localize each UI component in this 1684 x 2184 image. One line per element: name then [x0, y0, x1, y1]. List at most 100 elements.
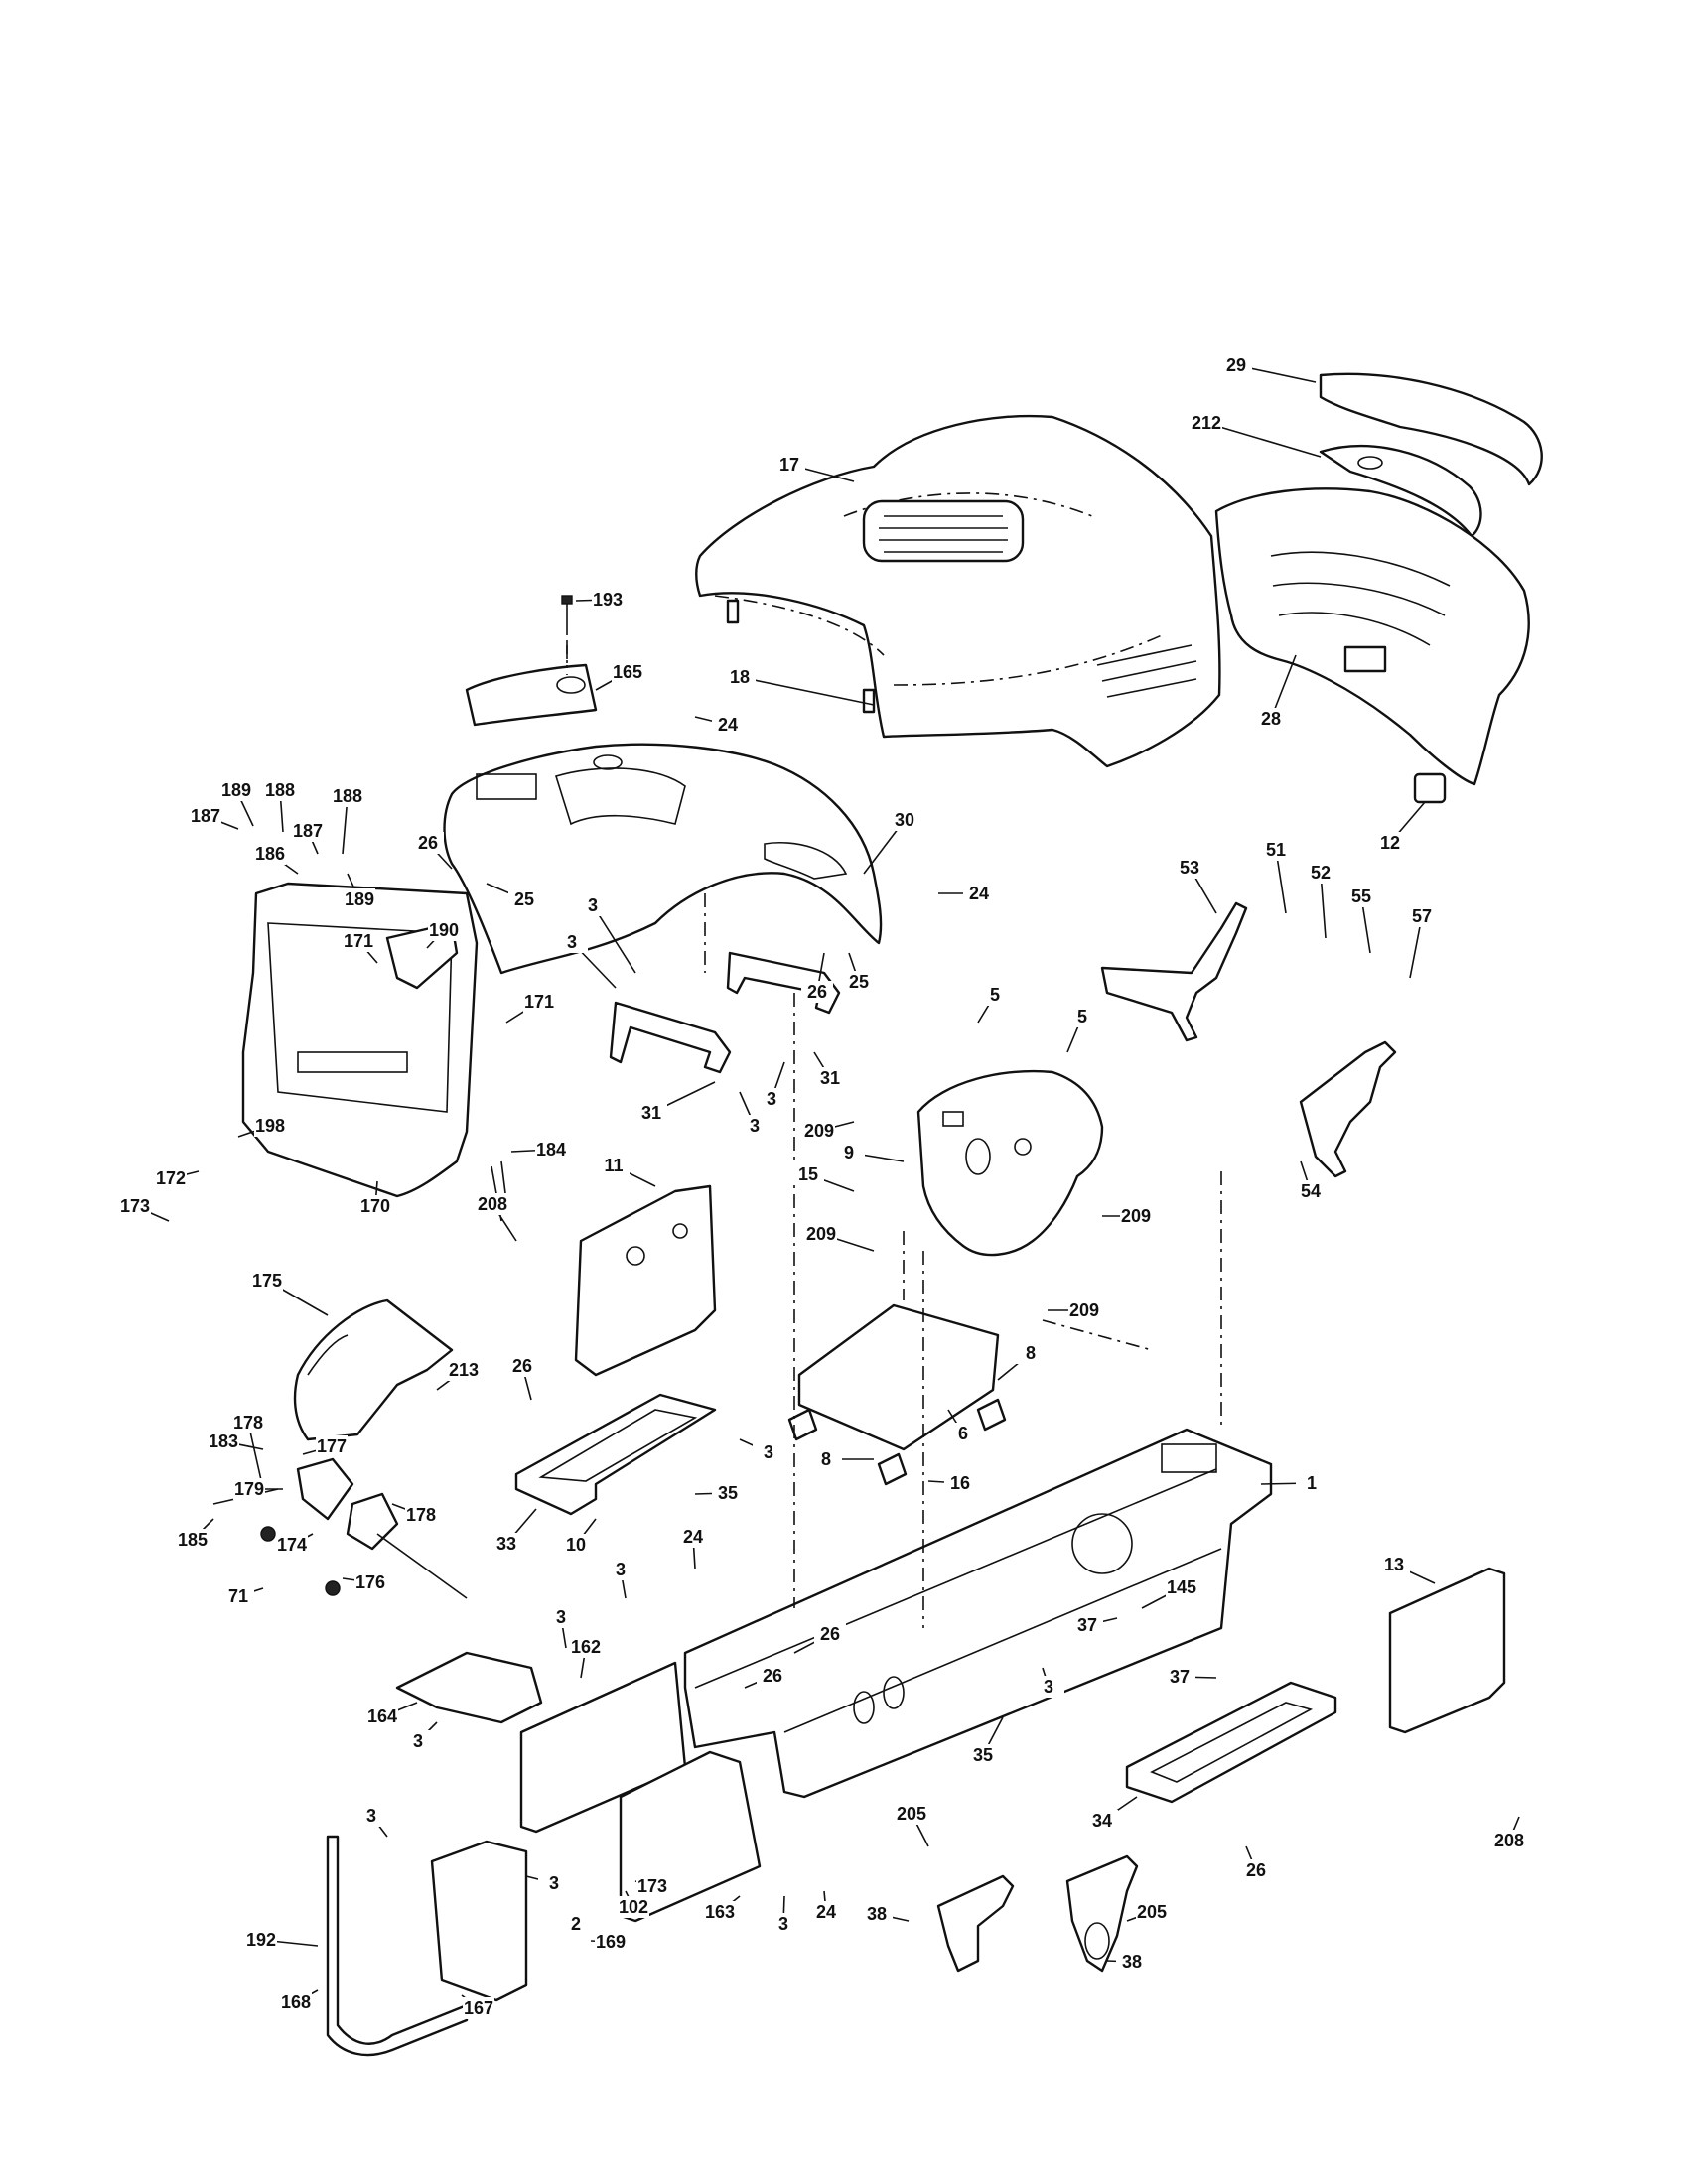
callout-15: 15 — [792, 1163, 855, 1192]
callout-33: 33 — [491, 1508, 537, 1555]
callout-label: 183 — [209, 1432, 238, 1451]
callout-163: 163 — [704, 1895, 741, 1923]
callout-label: 26 — [418, 833, 438, 853]
callout-53: 53 — [1174, 857, 1217, 914]
callout-label: 205 — [897, 1804, 926, 1824]
callout-label: 193 — [593, 590, 623, 610]
callout-label: 35 — [718, 1483, 738, 1503]
part-footrest-right — [1125, 1681, 1337, 1804]
callout-label: 179 — [234, 1479, 264, 1499]
part-footrest-left — [514, 1393, 717, 1516]
callout-label: 187 — [293, 821, 323, 841]
part-hood — [695, 414, 1221, 768]
callout-label: 29 — [1226, 355, 1246, 375]
callout-169: 169 — [590, 1931, 627, 1953]
callout-175: 175 — [251, 1270, 329, 1316]
callout-3: 3 — [577, 894, 636, 974]
callout-label: 213 — [449, 1360, 479, 1380]
callout-label: 26 — [763, 1666, 782, 1686]
callout-13: 13 — [1378, 1554, 1436, 1584]
callout-label: 53 — [1180, 858, 1199, 878]
callout-18: 18 — [724, 666, 875, 706]
callout-168: 168 — [280, 1989, 319, 2013]
part-side-plate — [574, 1184, 717, 1377]
callout-label: 17 — [779, 455, 799, 475]
part-tank-support — [916, 1069, 1104, 1257]
callout-label: 37 — [1077, 1615, 1097, 1635]
leader-line — [592, 904, 636, 974]
callout-173: 173 — [634, 1875, 668, 1897]
part-dash-panel — [443, 743, 883, 975]
callout-3: 3 — [768, 1895, 799, 1935]
callout-3: 3 — [355, 1805, 388, 1838]
callout-label: 189 — [345, 889, 374, 909]
callout-label: 3 — [1044, 1677, 1053, 1697]
callout-192: 192 — [245, 1929, 319, 1951]
callout-3: 3 — [739, 1438, 784, 1463]
callout-3: 3 — [756, 1061, 787, 1110]
callout-178: 178 — [232, 1412, 264, 1490]
callout-label: 3 — [567, 932, 577, 952]
callout-label: 18 — [730, 667, 750, 687]
callout-5: 5 — [1066, 1006, 1098, 1053]
callout-label: 177 — [317, 1436, 347, 1456]
callout-38: 38 — [861, 1903, 910, 1925]
callout-28: 28 — [1255, 654, 1297, 730]
callout-label: 54 — [1301, 1181, 1321, 1201]
callout-label: 184 — [536, 1140, 566, 1160]
callout-label: 3 — [549, 1873, 559, 1893]
callout-label: 198 — [255, 1116, 285, 1136]
callout-171: 171 — [343, 930, 378, 964]
callout-label: 171 — [524, 992, 554, 1012]
callout-label: 212 — [1192, 413, 1221, 433]
callout-label: 3 — [588, 895, 598, 915]
callout-31: 31 — [635, 1081, 716, 1124]
callout-label: 168 — [281, 1992, 311, 2012]
callout-label: 186 — [255, 844, 285, 864]
part-dash-trim — [1319, 372, 1543, 486]
callout-35: 35 — [694, 1482, 744, 1504]
callout-label: 35 — [973, 1745, 993, 1765]
callout-3: 3 — [525, 1872, 570, 1894]
callout-198: 198 — [237, 1115, 286, 1138]
callout-188: 188 — [332, 785, 363, 855]
callout-label: 174 — [277, 1535, 307, 1555]
callout-24: 24 — [938, 883, 995, 904]
callout-label: 145 — [1167, 1577, 1196, 1597]
callout-189: 189 — [344, 873, 375, 910]
callout-label: 57 — [1412, 906, 1432, 926]
callout-label: 1 — [1307, 1473, 1317, 1493]
part-front-bumper — [326, 1835, 528, 2057]
callout-label: 26 — [820, 1624, 840, 1644]
leader-line — [1205, 422, 1322, 458]
callout-label: 192 — [246, 1930, 276, 1950]
callout-54: 54 — [1295, 1160, 1327, 1202]
callout-190: 190 — [426, 919, 460, 949]
callout-209: 209 — [1102, 1205, 1152, 1227]
callout-label: 26 — [512, 1356, 532, 1376]
callout-label: 5 — [990, 985, 1000, 1005]
part-cover-plate — [465, 663, 598, 727]
callout-label: 3 — [764, 1442, 773, 1462]
callout-37: 37 — [1164, 1666, 1217, 1688]
callout-label: 38 — [867, 1904, 887, 1924]
callout-165: 165 — [595, 661, 643, 691]
callout-label: 208 — [1494, 1831, 1524, 1850]
callout-label: 15 — [798, 1164, 818, 1184]
callout-label: 188 — [265, 780, 295, 800]
callout-71: 71 — [222, 1585, 264, 1607]
callout-label: 52 — [1311, 863, 1331, 883]
callout-label: 189 — [221, 780, 251, 800]
callout-55: 55 — [1345, 886, 1377, 954]
callout-10: 10 — [560, 1518, 597, 1556]
callout-17: 17 — [773, 454, 855, 482]
callout-label: 102 — [619, 1897, 648, 1917]
callout-label: 24 — [969, 884, 989, 903]
part-brake-assembly — [212, 1457, 468, 1599]
callout-label: 173 — [120, 1196, 150, 1216]
callout-label: 167 — [464, 1998, 493, 2018]
callout-label: 169 — [596, 1932, 626, 1952]
callout-187: 187 — [292, 820, 324, 855]
callout-label: 10 — [566, 1535, 586, 1555]
